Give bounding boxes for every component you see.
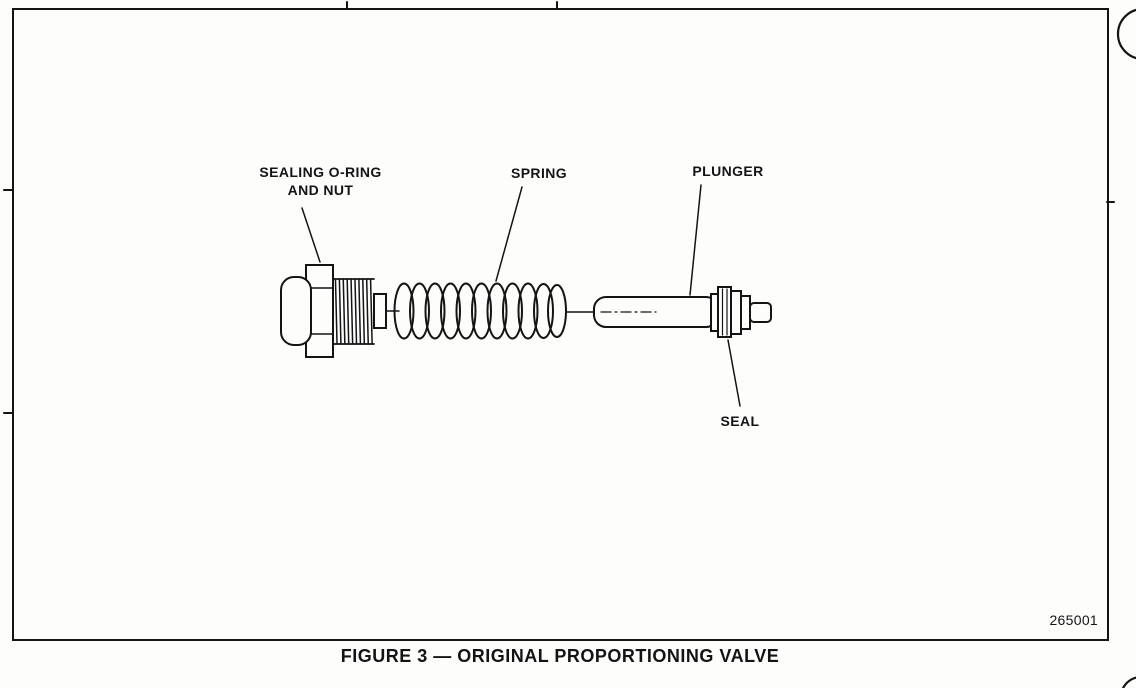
scan-artifact-circle-bottom	[1121, 676, 1136, 688]
label-plunger: PLUNGER	[692, 163, 764, 179]
scan-artifacts	[1116, 8, 1136, 688]
figure-code: 265001	[1049, 612, 1098, 628]
label-sealing-line2: AND NUT	[287, 182, 354, 199]
figure-caption: FIGURE 3 — ORIGINAL PROPORTIONING VALVE	[340, 646, 780, 666]
scan-artifact-circle-top	[1116, 8, 1136, 60]
figure-frame	[12, 8, 1109, 641]
label-seal: SEAL	[720, 413, 760, 429]
label-sealing-oring-and-nut: SEALING O-RING AND NUT	[233, 163, 408, 200]
label-sealing-line1: SEALING O-RING	[259, 164, 382, 180]
label-spring: SPRING	[510, 165, 568, 181]
